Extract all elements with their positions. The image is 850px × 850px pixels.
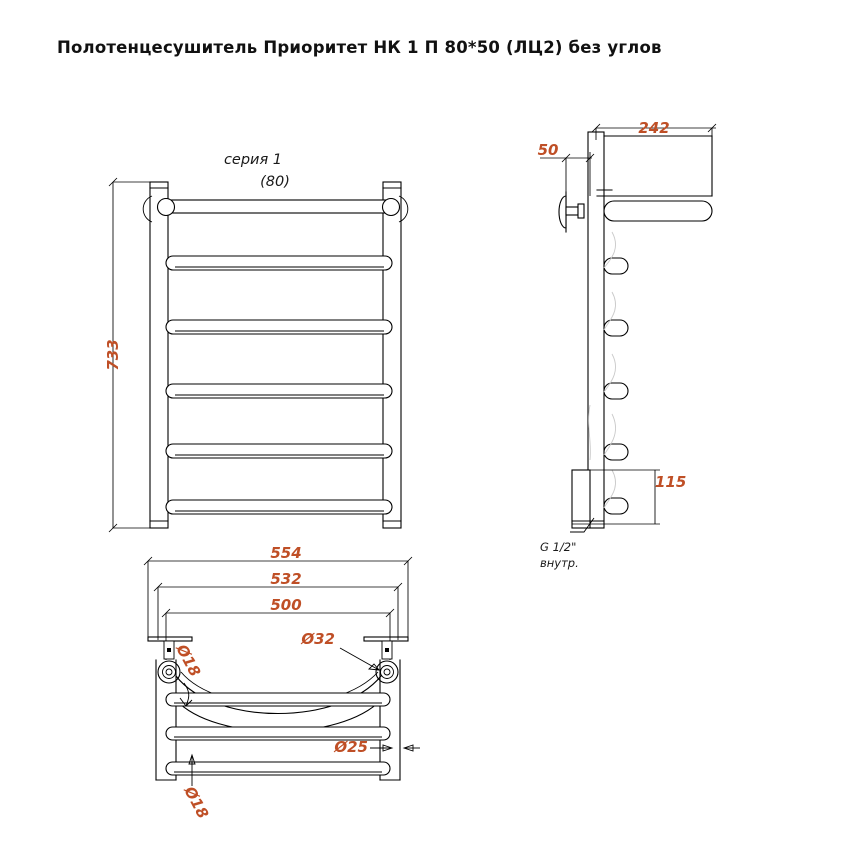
page-title: Полотенцесушитель Приоритет НК 1 П 80*50… bbox=[57, 38, 662, 57]
side-bottom-value: 115 bbox=[655, 473, 686, 491]
plan-middle-value: 532 bbox=[270, 570, 301, 588]
side-offset-value: 50 bbox=[538, 141, 559, 159]
plan-joints bbox=[157, 660, 399, 684]
plan-dia25: Ø25 bbox=[333, 738, 420, 756]
plan-middle-dimension: 532 bbox=[153, 570, 403, 640]
thread-note-line2: внутр. bbox=[540, 556, 579, 570]
front-series-label: серия 1 bbox=[224, 152, 282, 168]
side-thread-note: G 1/2" внутр. bbox=[540, 517, 595, 570]
plan-overall-dimension: 554 bbox=[143, 544, 413, 640]
side-depth-dimension: 242 bbox=[591, 119, 717, 140]
plan-inner-dimension: 500 bbox=[161, 596, 395, 660]
front-width-label: (80) bbox=[260, 174, 290, 190]
side-top-shelf bbox=[596, 135, 713, 197]
front-top-bar bbox=[142, 195, 409, 223]
plan-side-frames bbox=[155, 659, 401, 781]
plan-straight-tubes bbox=[165, 692, 391, 776]
front-view: серия 1 (80) 733 bbox=[104, 152, 409, 533]
front-left-post bbox=[149, 181, 169, 529]
front-rungs bbox=[165, 255, 393, 515]
plan-dia32-value: Ø32 bbox=[300, 630, 335, 648]
thread-note-line1: G 1/2" bbox=[540, 540, 576, 554]
plan-overall-value: 554 bbox=[270, 544, 301, 562]
plan-view: 554 532 500 bbox=[143, 544, 420, 822]
side-wall-bracket bbox=[558, 191, 585, 233]
plan-dia18-bottom-value: Ø18 bbox=[180, 783, 212, 822]
side-bottom-dimension: 115 bbox=[572, 469, 686, 525]
side-rung-stubs bbox=[603, 257, 629, 515]
side-hidden-lines bbox=[588, 231, 616, 509]
plan-post-caps bbox=[147, 636, 409, 660]
side-offset-dimension: 50 bbox=[538, 141, 595, 196]
front-height-value: 733 bbox=[104, 339, 122, 370]
front-height-dimension: 733 bbox=[104, 177, 156, 533]
plan-dia32: Ø32 bbox=[300, 630, 381, 671]
side-top-tube bbox=[603, 200, 713, 222]
side-bottom-socket bbox=[571, 469, 591, 529]
front-right-post bbox=[382, 181, 402, 529]
plan-dia25-value: Ø25 bbox=[333, 738, 368, 756]
plan-inner-value: 500 bbox=[270, 596, 301, 614]
side-depth-value: 242 bbox=[638, 119, 669, 137]
side-view: 242 50 115 G 1/2" внутр. bbox=[538, 119, 717, 570]
